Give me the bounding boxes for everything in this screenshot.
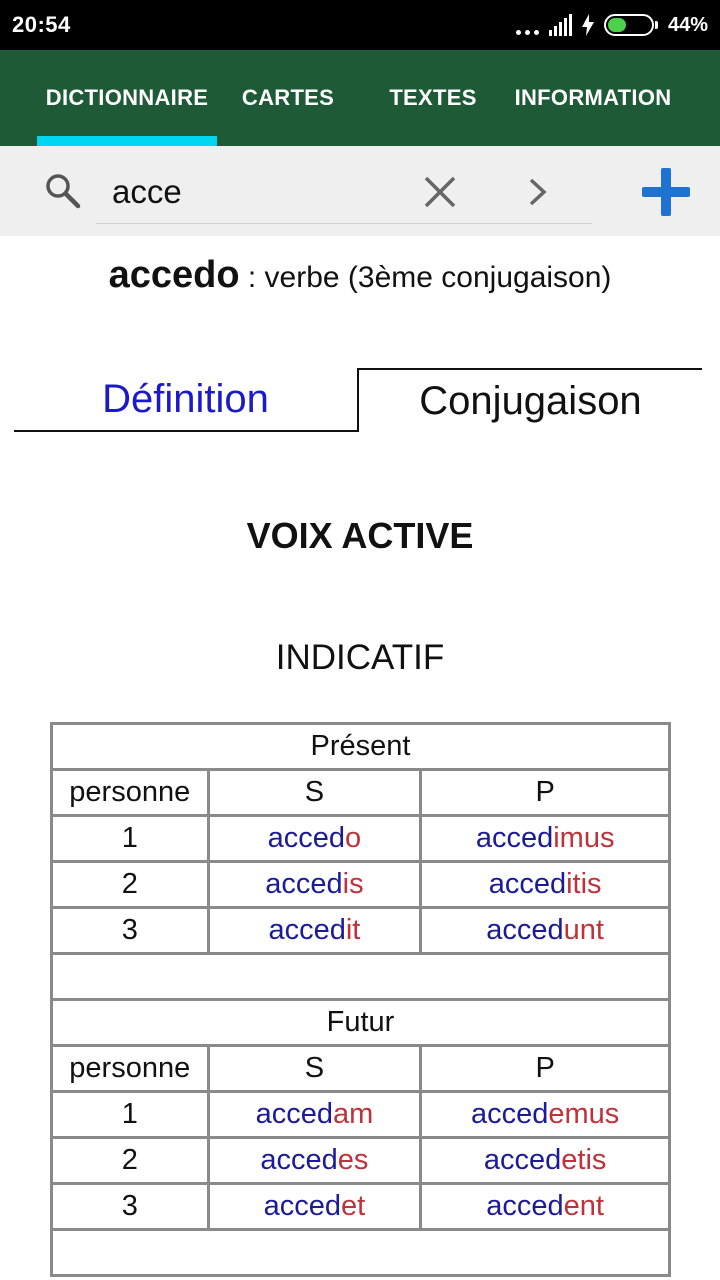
singular-form: accedo bbox=[206, 814, 423, 863]
tense-title: Futur bbox=[50, 998, 671, 1047]
form-stem: acced bbox=[483, 1144, 562, 1176]
battery-fill bbox=[607, 18, 627, 32]
singular-form: accedit bbox=[206, 906, 423, 955]
chevron-right-icon[interactable] bbox=[520, 174, 554, 210]
form-ending: itis bbox=[566, 868, 602, 900]
entry-heading: accedo : verbe (3ème conjugaison) bbox=[0, 254, 720, 297]
person-cell: 1 bbox=[50, 1090, 210, 1139]
table-row: 3 accedet accedent bbox=[50, 1182, 671, 1231]
person-cell: 3 bbox=[50, 1182, 210, 1231]
spacer-row bbox=[50, 952, 671, 1001]
spacer-cell bbox=[50, 1228, 671, 1277]
person-cell: 3 bbox=[50, 906, 210, 955]
form-ending: es bbox=[337, 1144, 369, 1176]
form-ending: ent bbox=[563, 1190, 604, 1222]
entry-word: accedo bbox=[108, 254, 240, 296]
battery-percent: 44% bbox=[667, 13, 708, 36]
status-bar: 20:54 44% bbox=[0, 0, 720, 50]
form-stem: acced bbox=[263, 1190, 342, 1222]
header-plural: P bbox=[419, 1044, 671, 1093]
table-row: 2 accedis acceditis bbox=[50, 860, 671, 909]
table-row: 1 accedam accedemus bbox=[50, 1090, 671, 1139]
form-stem: acced bbox=[486, 1190, 564, 1222]
status-time: 20:54 bbox=[12, 12, 71, 37]
voice-heading: VOIX ACTIVE bbox=[246, 515, 474, 556]
tab-textes[interactable]: TEXTES bbox=[378, 50, 488, 146]
form-ending: is bbox=[342, 868, 364, 900]
table-row: 2 accedes accedetis bbox=[50, 1136, 671, 1185]
plural-form: accedimus bbox=[419, 814, 671, 863]
tab-dictionnaire[interactable]: DICTIONNAIRE bbox=[37, 50, 217, 146]
active-tab-indicator bbox=[37, 136, 217, 146]
tab-label: CARTES bbox=[241, 85, 335, 110]
tab-label: TEXTES bbox=[389, 85, 477, 110]
form-stem: acced bbox=[268, 914, 346, 946]
signal-icon bbox=[548, 14, 572, 36]
plural-form: accedetis bbox=[419, 1136, 671, 1185]
form-stem: acced bbox=[488, 868, 567, 900]
search-icon bbox=[46, 174, 81, 209]
form-stem: acced bbox=[486, 914, 564, 946]
form-stem: acced bbox=[260, 1144, 338, 1176]
app-tab-bar: DICTIONNAIRE CARTES TEXTES INFORMATION bbox=[0, 50, 720, 146]
form-stem: acced bbox=[267, 822, 346, 854]
header-person: personne bbox=[50, 1044, 210, 1093]
tab-label: INFORMATION bbox=[514, 85, 672, 110]
singular-form: accedam bbox=[206, 1090, 423, 1139]
form-ending: it bbox=[345, 914, 361, 946]
table-header-row: personne S P bbox=[50, 768, 671, 817]
spacer-cell bbox=[50, 952, 671, 1001]
header-singular: S bbox=[206, 768, 423, 817]
mood-heading: INDICATIF bbox=[275, 638, 445, 677]
form-stem: acced bbox=[265, 868, 343, 900]
tab-conjugaison[interactable]: Conjugaison bbox=[357, 368, 702, 432]
form-ending: am bbox=[332, 1098, 374, 1130]
battery-icon bbox=[603, 14, 658, 36]
tab-conjugaison-label: Conjugaison bbox=[419, 378, 642, 423]
singular-form: accedis bbox=[206, 860, 423, 909]
plural-form: accedunt bbox=[419, 906, 671, 955]
conjugation-table: Présent personne S P 1 accedo accedimus … bbox=[50, 722, 671, 1277]
form-stem: acced bbox=[255, 1098, 333, 1130]
status-icons: 44% bbox=[515, 13, 708, 37]
charging-icon bbox=[581, 14, 594, 36]
more-notifications-icon bbox=[515, 15, 539, 35]
add-icon[interactable] bbox=[640, 166, 692, 218]
tab-definition-label: Définition bbox=[102, 376, 269, 421]
tab-information[interactable]: INFORMATION bbox=[508, 50, 678, 146]
table-header-row: personne S P bbox=[50, 1044, 671, 1093]
table-row: 1 accedo accedimus bbox=[50, 814, 671, 863]
header-person: personne bbox=[50, 768, 210, 817]
form-ending: o bbox=[345, 822, 362, 854]
plural-form: acceditis bbox=[419, 860, 671, 909]
tense-title-row: Présent bbox=[50, 722, 671, 771]
tab-cartes[interactable]: CARTES bbox=[232, 50, 344, 146]
plural-form: accedent bbox=[419, 1182, 671, 1231]
person-cell: 1 bbox=[50, 814, 210, 863]
form-ending: etis bbox=[561, 1144, 607, 1176]
search-input[interactable] bbox=[96, 160, 592, 224]
form-ending: et bbox=[341, 1190, 366, 1222]
tense-title: Présent bbox=[50, 722, 671, 771]
singular-form: accedet bbox=[206, 1182, 423, 1231]
table-row: 3 accedit accedunt bbox=[50, 906, 671, 955]
form-ending: unt bbox=[563, 914, 604, 946]
tense-title-row: Futur bbox=[50, 998, 671, 1047]
tab-label: DICTIONNAIRE bbox=[45, 85, 209, 110]
form-ending: imus bbox=[553, 822, 615, 854]
person-cell: 2 bbox=[50, 860, 210, 909]
entry-info: : verbe (3ème conjugaison) bbox=[239, 261, 612, 294]
form-stem: acced bbox=[470, 1098, 549, 1130]
search-bar bbox=[0, 146, 720, 236]
form-stem: acced bbox=[475, 822, 554, 854]
plural-form: accedemus bbox=[419, 1090, 671, 1139]
spacer-row bbox=[50, 1228, 671, 1277]
singular-form: accedes bbox=[206, 1136, 423, 1185]
person-cell: 2 bbox=[50, 1136, 210, 1185]
form-ending: emus bbox=[548, 1098, 620, 1130]
header-singular: S bbox=[206, 1044, 423, 1093]
header-plural: P bbox=[419, 768, 671, 817]
tab-definition[interactable]: Définition bbox=[14, 368, 357, 432]
clear-icon[interactable] bbox=[420, 172, 460, 212]
